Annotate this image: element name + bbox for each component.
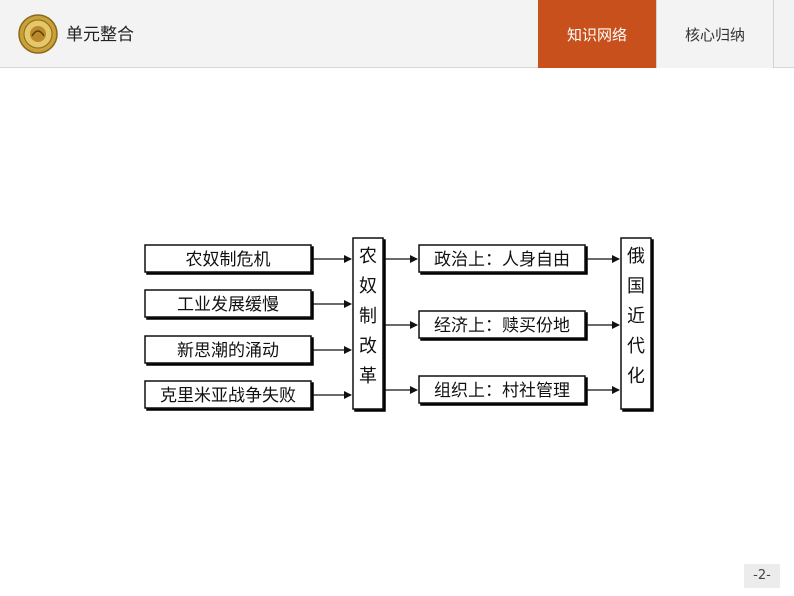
- page-title: 单元整合: [66, 25, 134, 45]
- tab-knowledge-network[interactable]: 知识网络: [538, 0, 656, 68]
- cause-box: 工业发展缓慢: [144, 289, 312, 318]
- effect-label: 经济上：赎买份地: [434, 316, 570, 336]
- cause-label: 工业发展缓慢: [177, 294, 279, 315]
- effect-box: 经济上：赎买份地: [418, 310, 586, 339]
- vertical-char: 改: [359, 336, 377, 357]
- tab-core-summary[interactable]: 核心归纳: [656, 0, 774, 68]
- result-box: 俄国近代化: [620, 237, 652, 410]
- cause-label: 农奴制危机: [186, 250, 271, 270]
- cause-label: 克里米亚战争失败: [160, 386, 296, 406]
- vertical-char: 俄: [627, 246, 645, 267]
- effect-box: 政治上：人身自由: [418, 244, 586, 273]
- center-label: 农奴制改革: [359, 246, 377, 387]
- vertical-char: 化: [627, 366, 645, 387]
- tab-label: 知识网络: [566, 26, 627, 44]
- vertical-char: 奴: [359, 276, 377, 297]
- effect-label: 政治上：人身自由: [434, 250, 570, 270]
- effect-label: 组织上：村社管理: [434, 381, 570, 401]
- vertical-char: 代: [627, 336, 645, 357]
- cause-box: 新思潮的涌动: [144, 335, 312, 364]
- vertical-char: 制: [359, 306, 377, 327]
- header-bar: 单元整合 知识网络 核心归纳: [0, 0, 794, 68]
- vertical-char: 革: [359, 366, 377, 387]
- vertical-char: 国: [627, 276, 645, 297]
- vertical-char: 近: [627, 306, 645, 327]
- vertical-char: 农: [359, 246, 377, 267]
- page-number: -2-: [744, 564, 780, 588]
- center-box: 农奴制改革: [352, 237, 384, 410]
- cause-label: 新思潮的涌动: [177, 341, 279, 361]
- result-label: 俄国近代化: [627, 246, 645, 387]
- cause-box: 克里米亚战争失败: [144, 380, 312, 409]
- school-emblem-icon: [18, 14, 58, 54]
- effect-box: 组织上：村社管理: [418, 375, 586, 404]
- tab-label: 核心归纳: [684, 26, 745, 44]
- cause-box: 农奴制危机: [144, 244, 312, 273]
